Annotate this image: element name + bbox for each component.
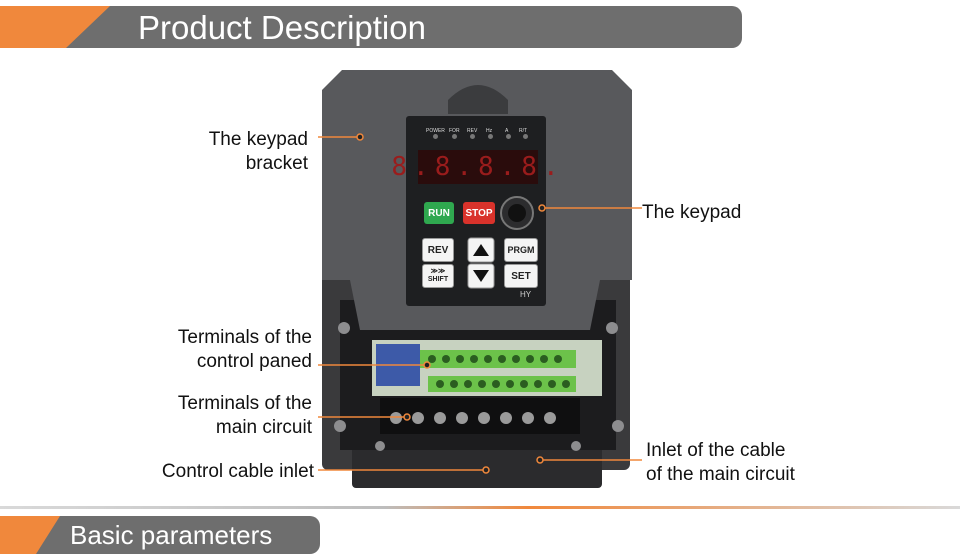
stop-button[interactable]: STOP bbox=[463, 202, 495, 224]
divider-line bbox=[0, 506, 960, 509]
led-display: 8.8.8.8. bbox=[391, 150, 565, 184]
led-rev bbox=[470, 134, 475, 139]
led-a bbox=[506, 134, 511, 139]
label-control-terminals: Terminals of the control paned bbox=[177, 327, 312, 372]
led-label-a: A bbox=[505, 128, 509, 134]
led-rt bbox=[523, 134, 528, 139]
led-label-hz: Hz bbox=[486, 128, 493, 134]
led-label-rt: R/T bbox=[519, 128, 528, 134]
shift-arrows-icon: ≫≫ bbox=[430, 268, 446, 275]
prgm-button[interactable]: PRGM bbox=[504, 238, 538, 262]
shift-button[interactable]: ≫≫ SHIFT bbox=[422, 264, 454, 288]
run-button[interactable]: RUN bbox=[424, 202, 454, 224]
header-banner: Product Description bbox=[0, 6, 742, 48]
arrow-up-icon[interactable] bbox=[468, 238, 494, 262]
label-keypad: The keypad bbox=[642, 202, 742, 223]
led-label-for: FOR bbox=[449, 128, 460, 134]
footer-banner: Basic parameters bbox=[0, 516, 320, 554]
arrow-down-icon[interactable] bbox=[468, 264, 494, 288]
label-keypad-bracket: The keypad bracket bbox=[208, 129, 308, 174]
led-hz bbox=[488, 134, 493, 139]
set-button[interactable]: SET bbox=[504, 264, 538, 288]
potentiometer-knob[interactable] bbox=[501, 197, 533, 229]
led-label-power: POWER bbox=[426, 128, 445, 134]
inverter-photo bbox=[318, 70, 642, 488]
led-label-rev: REV bbox=[467, 128, 478, 134]
shift-label: SHIFT bbox=[427, 276, 449, 283]
label-main-terminals: Terminals of the main circuit bbox=[177, 393, 312, 438]
section-title: Basic parameters bbox=[70, 520, 273, 550]
brand-mark: HY bbox=[520, 290, 532, 299]
footer-accent-wedge bbox=[0, 516, 60, 554]
led-for bbox=[452, 134, 457, 139]
led-power bbox=[433, 134, 438, 139]
label-control-inlet: Control cable inlet bbox=[161, 461, 314, 482]
page-title: Product Description bbox=[138, 9, 426, 46]
label-main-inlet: Inlet of the cable of the main circuit bbox=[646, 440, 795, 485]
rev-button[interactable]: REV bbox=[422, 238, 454, 262]
